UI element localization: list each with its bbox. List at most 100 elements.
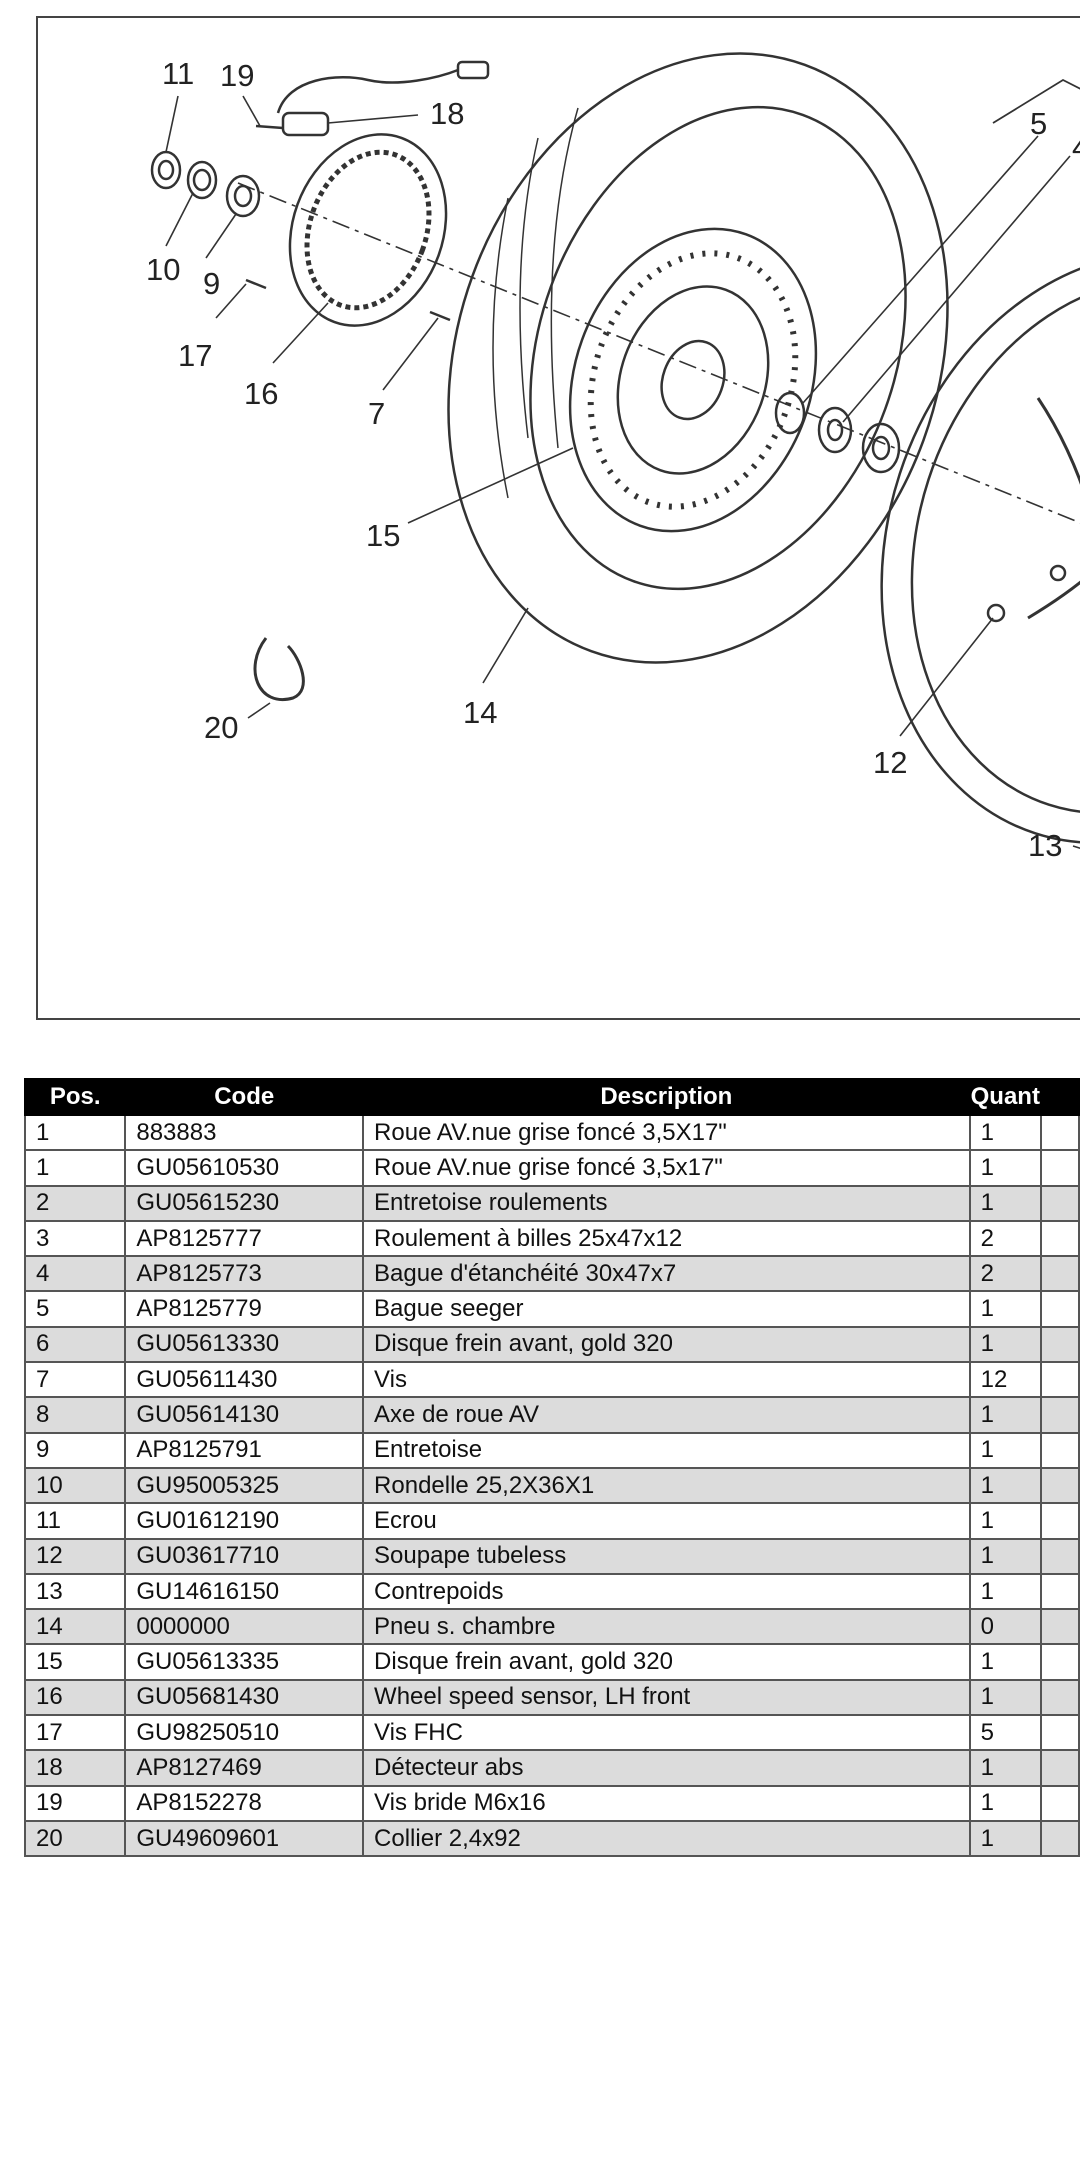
cell-pos: 8 <box>23 1396 127 1434</box>
cell-extra <box>1039 1819 1080 1858</box>
callout-20: 20 <box>204 710 238 745</box>
callout-10: 10 <box>146 252 180 287</box>
cell-code: GU05613330 <box>124 1325 365 1364</box>
cell-pos: 1 <box>23 1113 127 1152</box>
cell-pos: 1 <box>23 1149 127 1187</box>
tyre-inner <box>529 105 907 591</box>
assembly-bracket <box>992 78 1080 124</box>
valve-part-12 <box>986 603 1006 623</box>
cell-description: Entretoise <box>362 1431 971 1469</box>
cell-code: GU05613335 <box>124 1643 365 1681</box>
cell-pos: 19 <box>23 1784 127 1822</box>
cell-extra <box>1039 1784 1080 1822</box>
header-description: Description <box>362 1078 971 1116</box>
cell-code: GU05610530 <box>124 1149 365 1187</box>
bearing-part-3 <box>861 422 901 474</box>
cell-extra <box>1039 1149 1080 1187</box>
cell-quant: 2 <box>968 1219 1042 1258</box>
callout-9: 9 <box>203 266 220 301</box>
callout-7: 7 <box>368 396 385 431</box>
cell-extra <box>1039 1643 1080 1681</box>
cell-pos: 12 <box>23 1537 127 1575</box>
cell-extra <box>1039 1255 1080 1293</box>
cell-quant: 1 <box>968 1325 1042 1364</box>
table-header-row: Pos. Code Description Quant <box>23 1078 1080 1116</box>
cell-pos: 10 <box>23 1466 127 1505</box>
axle-centerline <box>237 182 1080 524</box>
seal-part-4 <box>817 406 853 454</box>
cell-pos: 9 <box>23 1431 127 1469</box>
cell-description: Vis FHC <box>362 1714 971 1752</box>
cell-quant: 1 <box>968 1537 1042 1575</box>
cell-code: GU03617710 <box>124 1537 365 1575</box>
header-code: Code <box>124 1078 365 1116</box>
cell-extra <box>1039 1113 1080 1152</box>
cell-extra <box>1039 1290 1080 1328</box>
callout-14: 14 <box>463 695 497 730</box>
spacer-part-9 <box>225 174 261 218</box>
cell-description: Détecteur abs <box>362 1749 971 1787</box>
screw-part-17 <box>245 278 267 290</box>
seeger-ring-part-5 <box>774 391 806 435</box>
cell-code: GU05611430 <box>124 1361 365 1399</box>
cell-pos: 11 <box>23 1502 127 1540</box>
callout-16: 16 <box>244 376 278 411</box>
cell-pos: 15 <box>23 1643 127 1681</box>
cell-description: Roulement à billes 25x47x12 <box>362 1219 971 1258</box>
cell-extra <box>1039 1678 1080 1717</box>
cell-extra <box>1039 1219 1080 1258</box>
rim-outer <box>880 251 1080 845</box>
cell-description: Wheel speed sensor, LH front <box>362 1678 971 1717</box>
cell-code: GU05615230 <box>124 1184 365 1222</box>
nut-part-11-bore <box>157 159 175 181</box>
cell-extra <box>1039 1608 1080 1646</box>
cell-description: Contrepoids <box>362 1572 971 1611</box>
cell-code: GU05681430 <box>124 1678 365 1717</box>
seal-part-4-bore <box>826 418 844 442</box>
cell-extra <box>1039 1431 1080 1469</box>
cell-quant: 1 <box>968 1572 1042 1611</box>
brake-disc-hub <box>660 339 726 421</box>
cell-extra <box>1039 1714 1080 1752</box>
tyre-outer <box>447 52 949 664</box>
brake-disc-outer <box>568 227 818 533</box>
cell-pos: 3 <box>23 1219 127 1258</box>
cell-code: GU01612190 <box>124 1502 365 1540</box>
cell-description: Collier 2,4x92 <box>362 1819 971 1858</box>
cell-description: Entretoise roulements <box>362 1184 971 1222</box>
cell-code: GU49609601 <box>124 1819 365 1858</box>
cell-description: Soupape tubeless <box>362 1537 971 1575</box>
cell-quant: 1 <box>968 1290 1042 1328</box>
cell-description: Vis <box>362 1361 971 1399</box>
cell-description: Roue AV.nue grise foncé 3,5x17" <box>362 1149 971 1187</box>
callout-4: 4 <box>1072 130 1080 165</box>
cell-description: Bague seeger <box>362 1290 971 1328</box>
cell-quant: 1 <box>968 1819 1042 1858</box>
cell-extra <box>1039 1502 1080 1540</box>
cell-code: 0000000 <box>124 1608 365 1646</box>
cell-extra <box>1039 1466 1080 1505</box>
cell-code: AP8125773 <box>124 1255 365 1293</box>
abs-sensor-screw <box>255 124 284 130</box>
rim-hole <box>1049 564 1067 582</box>
cell-description: Rondelle 25,2X36X1 <box>362 1466 971 1505</box>
cell-description: Disque frein avant, gold 320 <box>362 1325 971 1364</box>
cell-description: Vis bride M6x16 <box>362 1784 971 1822</box>
cell-code: AP8125791 <box>124 1431 365 1469</box>
leader-lines <box>165 95 1080 850</box>
washer-part-10 <box>186 160 218 200</box>
cell-code: AP8127469 <box>124 1749 365 1787</box>
cell-pos: 13 <box>23 1572 127 1611</box>
cell-pos: 18 <box>23 1749 127 1787</box>
